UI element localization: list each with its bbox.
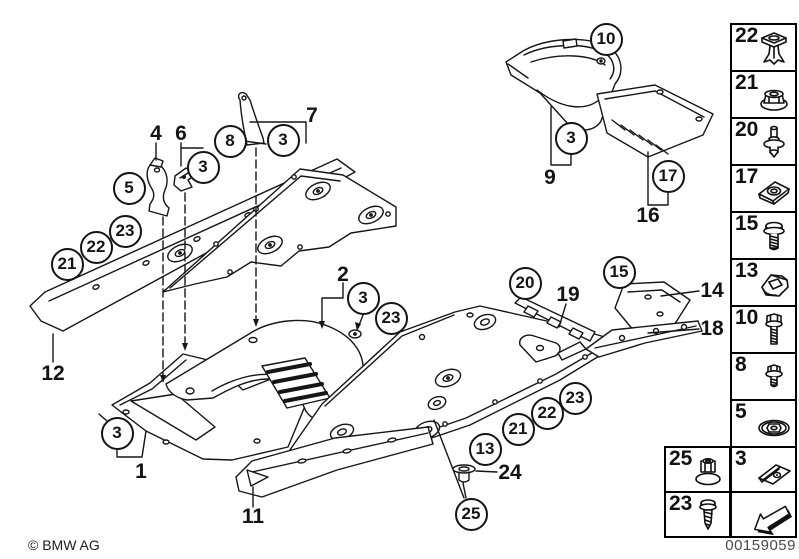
flange-nut-icon — [695, 457, 721, 485]
callout-circle-22: 22 — [530, 396, 564, 430]
screw-with-washer-icon — [763, 221, 785, 250]
callout-circle-21: 21 — [501, 412, 535, 446]
legend-item-20: 20 — [730, 117, 797, 166]
callout-circle-23: 23 — [558, 381, 592, 415]
callout-circle-15: 15 — [602, 255, 636, 289]
callout-circle-8: 8 — [213, 124, 247, 158]
callout-circle-22: 22 — [79, 230, 113, 264]
legend-item-arrow — [730, 491, 797, 538]
legend-number: 23 — [669, 492, 693, 515]
legend-number: 22 — [735, 24, 759, 47]
speed-nut-icon — [758, 180, 790, 205]
callout-circle-23: 23 — [374, 301, 408, 335]
push-rivet-icon — [763, 125, 785, 158]
legend-number: 25 — [669, 447, 693, 470]
legend-item-15: 15 — [730, 211, 797, 260]
part-number-1: 1 — [135, 460, 147, 483]
part-number-19: 19 — [556, 283, 580, 306]
callout-circle-21: 21 — [50, 247, 84, 281]
hex-bolt-icon — [765, 312, 783, 345]
diagram-image-number: 00159059 — [725, 537, 796, 554]
legend-number: 10 — [735, 306, 759, 329]
legend-number: 13 — [735, 259, 759, 282]
part-luggage-panel-16 — [596, 84, 714, 158]
direction-arrow-icon — [753, 505, 793, 535]
part-number-16: 16 — [636, 204, 660, 227]
part-number-9: 9 — [544, 166, 556, 189]
legend-item-23: 23 — [664, 491, 731, 538]
part-number-14: 14 — [700, 279, 724, 302]
legend-item-3: 3 — [730, 446, 797, 495]
legend-number: 3 — [735, 447, 747, 470]
callout-circle-23: 23 — [108, 214, 142, 248]
leader-lines — [52, 106, 700, 508]
legend-item-22: 22 — [730, 23, 797, 72]
callout-circle-3: 3 — [346, 281, 380, 315]
part-number-12: 12 — [41, 362, 65, 385]
legend-item-21: 21 — [730, 70, 797, 119]
callout-circle-5: 5 — [112, 171, 146, 205]
legend-number: 21 — [735, 71, 759, 94]
legend-item-8: 8 — [730, 352, 797, 401]
callout-circle-10: 10 — [589, 22, 623, 56]
part-wheel-arch-cover-9 — [505, 38, 622, 131]
callout-circle-3: 3 — [554, 121, 588, 155]
spring-clip-icon — [761, 273, 789, 297]
legend-number: 5 — [735, 400, 747, 423]
part-number-18: 18 — [700, 317, 724, 340]
washer-with-nut-icon — [758, 419, 790, 436]
callout-circle-25: 25 — [454, 497, 488, 531]
part-hatched-strip — [261, 357, 331, 409]
callout-circle-3: 3 — [266, 123, 300, 157]
legend-item-13: 13 — [730, 258, 797, 307]
part-bracket-4 — [146, 157, 170, 217]
part-number-2: 2 — [337, 263, 349, 286]
copyright-notice: © BMW AG — [28, 537, 100, 553]
part-number-24: 24 — [498, 461, 522, 484]
part-number-4: 4 — [150, 122, 162, 145]
part-underfloor-panel-centre — [162, 168, 397, 293]
part-number-7: 7 — [306, 104, 318, 127]
callout-circle-13: 13 — [468, 432, 502, 466]
part-bracket-18 — [557, 320, 703, 361]
legend-number: 20 — [735, 118, 759, 141]
legend-number: 8 — [735, 353, 747, 376]
expanding-rivet-icon — [761, 31, 787, 65]
part-underbody-panel-11 — [235, 426, 434, 498]
legend-item-17: 17 — [730, 164, 797, 213]
legend-number: 17 — [735, 165, 759, 188]
part-number-6: 6 — [175, 122, 187, 145]
plastic-nut-icon — [760, 89, 788, 111]
callout-circle-17: 17 — [651, 159, 685, 193]
self-tapping-screw-icon — [699, 498, 717, 530]
legend-item-5: 5 — [730, 399, 797, 448]
legend-item-10: 10 — [730, 305, 797, 354]
callout-circle-3: 3 — [100, 416, 134, 450]
callout-circle-3: 3 — [186, 150, 220, 184]
callout-circle-20: 20 — [508, 266, 542, 300]
legend-number: 15 — [735, 212, 759, 235]
part-number-11: 11 — [241, 505, 265, 528]
flange-bolt-icon — [765, 363, 783, 387]
sheet-metal-clip-icon — [758, 463, 791, 485]
legend-item-25: 25 — [664, 446, 731, 495]
